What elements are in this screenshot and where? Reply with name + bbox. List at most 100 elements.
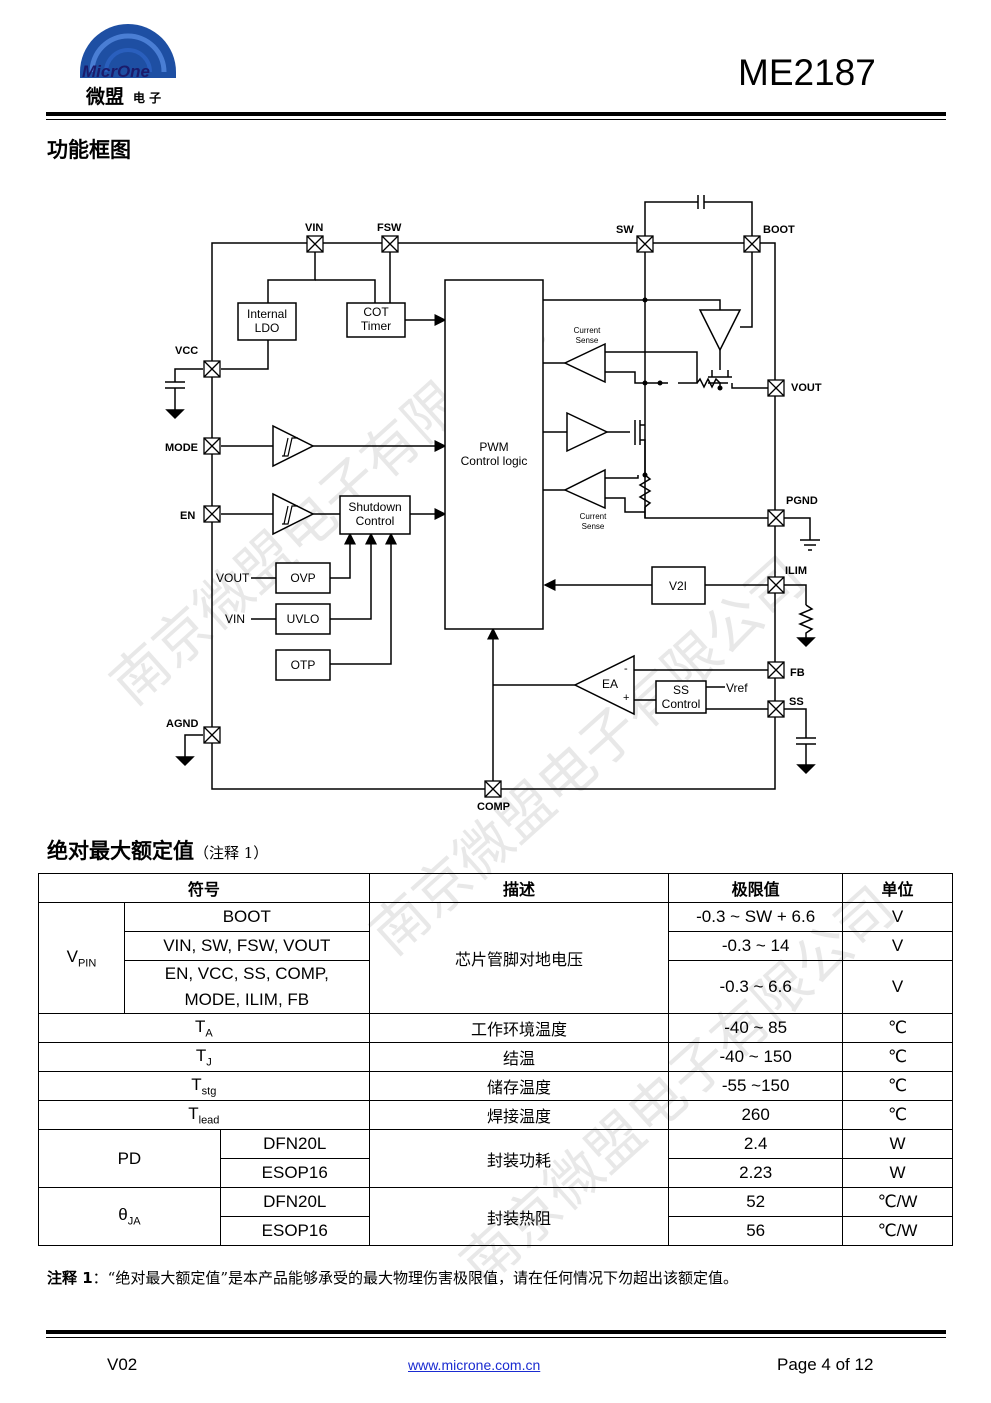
pwm-label-2: Control logic [461, 454, 528, 468]
header-symbol: 符号 [38, 873, 370, 903]
cot-label-2: Timer [361, 319, 391, 333]
limit-value: -40 ~ 85 [668, 1013, 844, 1043]
limit-value: 2.23 [668, 1158, 844, 1188]
tstg-symbol: Tstg [38, 1071, 370, 1101]
limit-value: 52 [668, 1187, 844, 1217]
package-name: DFN20L [219, 1187, 370, 1217]
unit-value: V [842, 902, 953, 932]
note: 注释 1：“绝对最大额定值”是本产品能够承受的最大物理伤害极限值，请在任何情况下… [47, 1267, 738, 1288]
footer-rule-thin [46, 1337, 946, 1338]
table-row: TJ 结温 -40 ~ 150 ℃ [38, 1042, 953, 1072]
header-limit: 极限值 [668, 873, 844, 903]
pin-ss: SS [789, 696, 804, 708]
ea-label: EA [602, 677, 618, 691]
ss-label-1: SS [673, 683, 689, 697]
table-row: Tlead 焊接温度 260 ℃ [38, 1100, 953, 1130]
block-diagram: VIN FSW SW BOOT VCC VOUT MODE EN PGND IL… [165, 195, 822, 813]
limit-value: -0.3 ~ 14 [668, 931, 844, 961]
limit-value: -0.3 ~ 6.6 [668, 960, 844, 1014]
pin-vin: VIN [305, 222, 323, 234]
unit-value: V [842, 960, 953, 1014]
pin-boxes [203, 235, 785, 798]
unit-value: ℃/W [842, 1187, 953, 1217]
table-row: PD DFN20L 封装功耗 2.4 W [38, 1129, 953, 1188]
unit-value: W [842, 1158, 953, 1188]
unit-value: W [842, 1129, 953, 1159]
pin-comp: COMP [477, 801, 510, 813]
pin-list: EN, VCC, SS, COMP,MODE, ILIM, FB [123, 960, 370, 1014]
theta-description: 封装热阻 [368, 1187, 670, 1246]
tlead-symbol: Tlead [38, 1100, 370, 1130]
limit-value: 56 [668, 1216, 844, 1246]
limit-value: 260 [668, 1100, 844, 1130]
table-row: ESOP16 56 ℃/W [39, 1216, 953, 1246]
pin-fsw: FSW [377, 222, 402, 234]
pwm-label-1: PWM [479, 440, 508, 454]
microne-logo-icon [80, 24, 176, 78]
table-row: θJA DFN20L 封装热阻 52 ℃/W [38, 1187, 953, 1246]
ta-symbol: TA [38, 1013, 370, 1043]
abs-max-table: 符号 描述 极限值 单位 VPIN BOOT 芯片管脚对地电压 -0.3 ~ S… [38, 873, 953, 1246]
header-rule-thin [46, 119, 946, 120]
package-name: DFN20L [219, 1129, 370, 1159]
package-name: ESOP16 [219, 1158, 370, 1188]
ldo-label-1: Internal [247, 307, 287, 321]
theta-symbol: θJA [38, 1187, 221, 1246]
table-row: VPIN BOOT 芯片管脚对地电压 -0.3 ~ SW + 6.6 V [38, 902, 953, 1014]
unit-value: ℃ [842, 1071, 953, 1101]
shutdown-label-1: Shutdown [348, 500, 401, 514]
limit-value: -0.3 ~ SW + 6.6 [668, 902, 844, 932]
package-name: ESOP16 [219, 1216, 370, 1246]
pin-ilim: ILIM [785, 565, 807, 577]
pin-pgnd: PGND [786, 495, 818, 507]
tlead-description: 焊接温度 [368, 1100, 670, 1130]
cs-bot-label-1: Current [580, 512, 607, 521]
ea-minus: - [624, 663, 628, 675]
pin-mode: MODE [165, 442, 198, 454]
unit-value: ℃/W [842, 1216, 953, 1246]
limit-value: 2.4 [668, 1129, 844, 1159]
vpin-description: 芯片管脚对地电压 [368, 902, 670, 1014]
pin-vcc: VCC [175, 345, 198, 357]
limit-value: -55 ~150 [668, 1071, 844, 1101]
unit-value: ℃ [842, 1013, 953, 1043]
unit-value: V [842, 931, 953, 961]
tj-description: 结温 [368, 1042, 670, 1072]
shutdown-label-2: Control [356, 514, 395, 528]
pin-agnd: AGND [166, 718, 198, 730]
note-text: ：“绝对最大额定值”是本产品能够承受的最大物理伤害极限值，请在任何情况下勿超出该… [92, 1269, 739, 1287]
logo-text-cn-small: 电 子 [133, 91, 162, 105]
cs-top-label-1: Current [574, 326, 601, 335]
logo-text-cn: 微盟 [86, 86, 125, 108]
header-description: 描述 [368, 873, 670, 903]
block-diagram-title: 功能框图 [47, 138, 131, 162]
part-number: ME2187 [738, 52, 876, 93]
uvlo-input-label: VIN [225, 612, 245, 626]
header-unit: 单位 [842, 873, 953, 903]
footer-version: V02 [107, 1355, 138, 1374]
ovp-label: OVP [290, 571, 315, 585]
abs-max-title-note: （注释 1） [194, 844, 269, 862]
v2i-label: V2I [669, 579, 687, 593]
vref-label: Vref [726, 681, 748, 695]
table-header-row: 符号 描述 极限值 单位 [38, 873, 953, 903]
pin-en: EN [180, 510, 195, 522]
ldo-label-2: LDO [255, 321, 280, 335]
pin-boot: BOOT [763, 224, 795, 236]
ta-description: 工作环境温度 [368, 1013, 670, 1043]
cot-label-1: COT [363, 305, 389, 319]
limit-value: -40 ~ 150 [668, 1042, 844, 1072]
footer-url-link[interactable]: www.microne.com.cn [408, 1357, 541, 1373]
ss-label-2: Control [662, 697, 701, 711]
uvlo-label: UVLO [287, 612, 320, 626]
pin-vout: VOUT [791, 382, 822, 394]
tj-symbol: TJ [38, 1042, 370, 1072]
pin-fb: FB [790, 667, 805, 679]
ovp-input-label: VOUT [216, 571, 250, 585]
logo-text-en: MicrOne [82, 62, 151, 81]
unit-value: ℃ [842, 1100, 953, 1130]
ea-plus: + [623, 692, 629, 704]
abs-max-heading: 绝对最大额定值（注释 1） [47, 835, 268, 865]
header-rule [46, 112, 946, 116]
vpin-symbol: VPIN [38, 902, 125, 1014]
